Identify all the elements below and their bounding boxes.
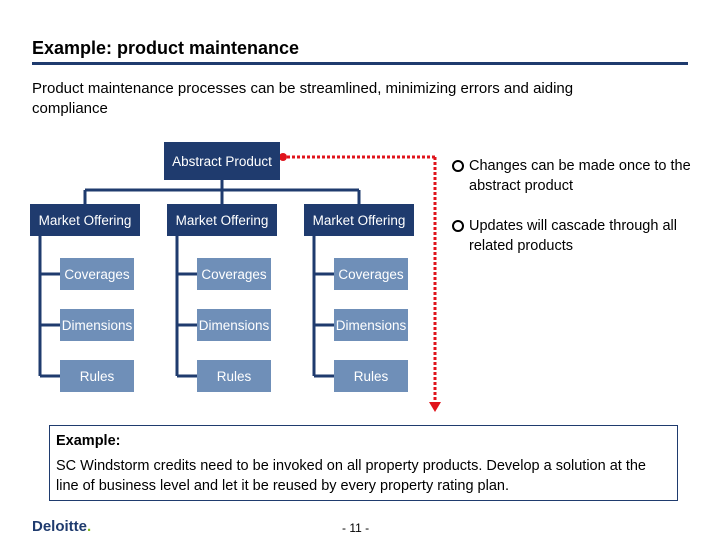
slide-title: Example: product maintenance (32, 38, 300, 58)
cascade-start-dot (279, 153, 287, 161)
bullet-item: Changes can be made once to the abstract… (452, 156, 692, 196)
rules-box-1: Rules (60, 360, 134, 392)
title-divider (32, 62, 688, 65)
logo-dot: . (87, 518, 92, 535)
slide-subtitle: Product maintenance processes can be str… (32, 80, 574, 117)
rules-box-3: Rules (334, 360, 408, 392)
coverages-box-2: Coverages (197, 258, 271, 290)
dimensions-box-1: Dimensions (60, 309, 134, 341)
example-box: Example: SC Windstorm credits need to be… (49, 425, 678, 501)
logo-text: Deloitte (32, 518, 88, 535)
example-text: SC Windstorm credits need to be invoked … (56, 458, 646, 494)
market-offering-box-3: Market Offering (304, 204, 414, 236)
market-offering-box-1: Market Offering (30, 204, 140, 236)
dimensions-box-2: Dimensions (197, 309, 271, 341)
bullet-text: Updates will cascade through all related… (469, 218, 677, 254)
bullet-text: Changes can be made once to the abstract… (469, 158, 691, 194)
abstract-product-box: Abstract Product (164, 142, 280, 180)
market-offering-box-2: Market Offering (167, 204, 277, 236)
bullet-list: Changes can be made once to the abstract… (452, 156, 692, 272)
rules-box-2: Rules (197, 360, 271, 392)
coverages-box-3: Coverages (334, 258, 408, 290)
coverages-box-1: Coverages (60, 258, 134, 290)
bullet-item: Updates will cascade through all related… (452, 216, 692, 256)
deloitte-logo: Deloitte. (32, 518, 91, 535)
bullet-circle-icon (452, 160, 464, 172)
example-label: Example: (56, 433, 121, 449)
cascade-arrowhead (429, 402, 441, 412)
dimensions-box-3: Dimensions (334, 309, 408, 341)
page-number: - 11 - (342, 521, 370, 535)
bullet-circle-icon (452, 220, 464, 232)
